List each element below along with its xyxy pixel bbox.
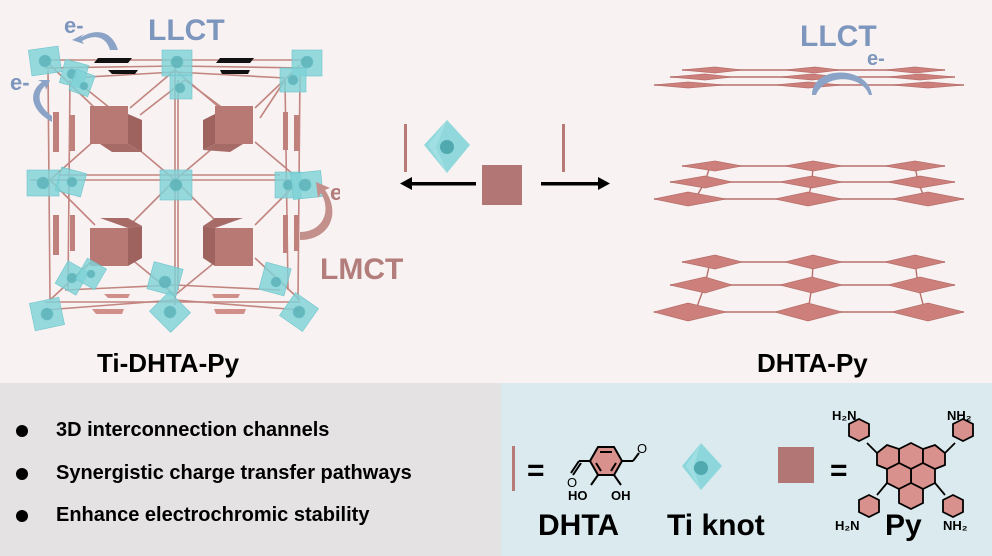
- ti-knot: [75, 257, 107, 291]
- ti-knot: [290, 170, 324, 200]
- llct-arrow-top: [72, 32, 118, 50]
- dhta-molecule-icon: [570, 446, 640, 486]
- ti-knot-legend-icon: [682, 443, 722, 490]
- ti-knot: [29, 296, 65, 332]
- dhta-linker-icon: [404, 124, 407, 172]
- ti-knot: [26, 169, 60, 197]
- ti-knot: [169, 74, 193, 100]
- bullet-icon: [16, 467, 28, 480]
- py-cube: [203, 106, 253, 152]
- llct-label-left: LLCT: [148, 14, 225, 47]
- py-label: Py: [885, 509, 922, 542]
- arrow-right-icon: [541, 177, 610, 190]
- aldehyde-o: O: [637, 441, 647, 456]
- dhta-label: DHTA: [538, 509, 620, 542]
- equals-sign: =: [527, 454, 545, 487]
- amine-label: NH₂: [943, 518, 968, 533]
- layer-top: [653, 66, 965, 89]
- lmct-arrow: [300, 182, 333, 240]
- hydroxyl-label: HO: [568, 488, 588, 503]
- electron-label-right: e-: [867, 48, 885, 70]
- llct-arc-right: [812, 72, 872, 95]
- electron-label: e-: [330, 180, 340, 205]
- ti-knot-label: Ti knot: [667, 509, 765, 542]
- py-cube: [90, 106, 142, 152]
- electron-label: e-: [64, 13, 84, 38]
- electron-label: e-: [10, 70, 30, 95]
- legend-graphics: = O O HO OH =: [512, 408, 974, 533]
- dhta-py-layers: [652, 66, 965, 322]
- ti-knot: [27, 45, 63, 77]
- ti-knot: [54, 166, 88, 198]
- ti-knot: [54, 260, 90, 296]
- side-linker-pillars: [53, 112, 299, 255]
- features-panel: 3D interconnection channels Synergistic …: [0, 383, 501, 556]
- bullet-icon: [16, 509, 28, 522]
- llct-arrow-left: [33, 80, 52, 122]
- llct-label-right: LLCT: [800, 20, 877, 53]
- arrow-left-icon: [400, 177, 476, 190]
- aldehyde-o: O: [567, 475, 577, 490]
- ti-knot: [161, 49, 193, 77]
- amine-label: H₂N: [832, 408, 857, 423]
- hydroxyl-label: OH: [611, 488, 631, 503]
- py-cube: [203, 218, 253, 266]
- layer-middle: [653, 160, 965, 207]
- ti-knot-icon: [424, 120, 470, 173]
- py-square-icon: [482, 165, 522, 205]
- legend-panel: = O O HO OH =: [501, 383, 992, 556]
- feature-item: Synergistic charge transfer pathways: [16, 462, 412, 485]
- ti-dhta-py-framework: e- e- e-: [10, 13, 340, 333]
- top-linker-bars: [94, 58, 254, 74]
- ti-knot: [149, 291, 191, 333]
- feature-item: Enhance electrochromic stability: [16, 504, 369, 527]
- amine-label: H₂N: [835, 518, 860, 533]
- ti-knot: [68, 68, 96, 98]
- amine-label: NH₂: [947, 408, 972, 423]
- py-square-legend-icon: [778, 447, 814, 483]
- ti-knots: [26, 45, 324, 333]
- llct-arrows: [33, 32, 118, 122]
- dhta-py-title: DHTA-Py: [757, 348, 868, 378]
- equals-sign: =: [830, 454, 848, 487]
- ti-knot: [279, 292, 319, 332]
- lmct-label: LMCT: [320, 253, 404, 286]
- py-molecule-icon: [848, 417, 974, 519]
- bottom-linker-bars: [92, 294, 246, 314]
- feature-item: 3D interconnection channels: [16, 419, 329, 442]
- dhta-linker-icon: [512, 446, 515, 491]
- dhta-linker-icon: [562, 124, 565, 172]
- py-cubes: [90, 106, 253, 266]
- py-cube: [90, 218, 142, 266]
- ti-knot: [159, 169, 193, 201]
- center-transition: [400, 120, 610, 205]
- bullet-icon: [16, 424, 28, 437]
- ti-knot: [258, 261, 292, 297]
- ti-knot: [279, 67, 307, 93]
- ti-dhta-py-title: Ti-DHTA-Py: [97, 348, 240, 378]
- ti-knot: [146, 261, 184, 297]
- layer-bottom: [652, 254, 965, 322]
